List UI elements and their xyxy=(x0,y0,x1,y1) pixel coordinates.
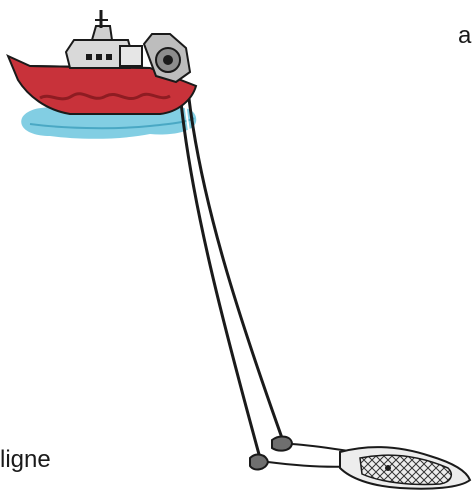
caption-bottom-left: ligne xyxy=(0,446,51,473)
fishing-net-icon xyxy=(339,446,472,490)
trawler-boat-icon xyxy=(6,10,198,115)
caption-top-right: a xyxy=(458,22,472,49)
trawl-warps xyxy=(178,89,284,459)
trawl-door-icon xyxy=(249,435,294,471)
